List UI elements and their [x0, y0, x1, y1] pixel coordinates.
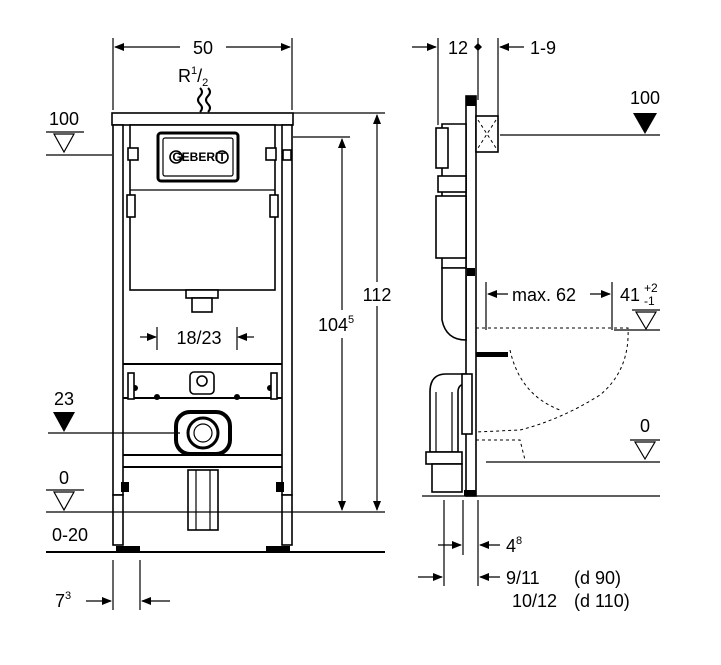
front-view: 50 R1/2 GEBERIT — [46, 38, 391, 611]
foot-clip — [276, 482, 284, 492]
foot-clip — [121, 482, 129, 492]
foot-plate — [266, 546, 290, 551]
bracket — [269, 194, 279, 218]
bracket — [127, 372, 135, 400]
bowl-outline — [475, 327, 629, 433]
bowl-connector — [476, 352, 508, 357]
spacing-dimension: 18/23 — [176, 328, 221, 348]
frame-profile — [465, 95, 477, 497]
level-marker-icon — [52, 491, 76, 512]
connection-label: R1/2 — [178, 65, 208, 89]
drain-collar — [425, 451, 463, 465]
frame-top-bar — [111, 112, 294, 126]
pipe-note-1: (d 90) — [574, 568, 621, 588]
level-floor-label: 0 — [59, 468, 69, 488]
frame-cap — [466, 96, 476, 106]
bowl-height: 41 — [620, 285, 640, 305]
bowl-dimension: max. 62 — [512, 285, 576, 305]
adjust-dimension: 1-9 — [530, 38, 556, 58]
pipe-note-2: (d 110) — [574, 591, 630, 611]
flush-pipe — [191, 297, 213, 313]
height-total-dimension: 112 — [363, 285, 392, 305]
level-mid-label: 23 — [54, 389, 74, 409]
bottom-dimension: 48 — [506, 535, 522, 556]
foot-dimension: 73 — [55, 590, 71, 611]
bolt-icon — [154, 394, 160, 400]
level-marker-icon — [633, 441, 657, 461]
level-marker-icon — [53, 412, 75, 432]
dim-point — [474, 43, 482, 51]
side-view: 12 1-9 100 max. 6 — [412, 38, 660, 611]
drain-coupler — [461, 373, 473, 435]
cistern-tank — [435, 195, 467, 259]
depth-dimension: 12 — [448, 38, 468, 58]
drain-pipe — [431, 463, 463, 493]
foot-right — [281, 494, 293, 546]
bracket — [282, 149, 292, 161]
tolerance-top: +2 — [644, 281, 658, 295]
pipe-dimension-2: 10/12 — [512, 591, 557, 611]
foot-plate — [464, 490, 476, 496]
cistern-part — [437, 175, 467, 193]
cistern-bracket — [435, 127, 449, 169]
level-marker-icon — [52, 133, 76, 154]
bolt-icon — [234, 394, 240, 400]
bracket — [127, 147, 139, 161]
foot-plate — [116, 546, 140, 551]
bracket — [265, 147, 277, 161]
frame-right-post — [281, 124, 293, 496]
frame-left-post — [112, 124, 124, 496]
bracket — [126, 194, 136, 218]
brand-logo: GEBERIT — [172, 150, 226, 164]
tolerance-bottom: -1 — [644, 294, 655, 308]
level-marker-icon — [633, 113, 657, 134]
floor-range: 0-20 — [52, 525, 88, 545]
flush-bend — [441, 267, 467, 341]
waste-pipe — [187, 469, 219, 531]
water-supply-icon — [197, 87, 211, 113]
bowl-inner — [509, 349, 561, 411]
flush-button-icon — [169, 150, 183, 164]
pipe-dimension-1: 9/11 — [506, 568, 540, 588]
foot-left — [112, 494, 124, 546]
level-marker-icon — [634, 311, 658, 331]
width-dimension: 50 — [193, 38, 213, 58]
side-level-top-label: 100 — [630, 88, 660, 108]
height-inner-dimension: 1045 — [318, 314, 354, 335]
flush-button-icon — [215, 150, 229, 164]
side-level-floor-label: 0 — [640, 416, 650, 436]
flush-pipe-collar — [185, 289, 219, 299]
level-top-label: 100 — [49, 109, 79, 129]
bracket — [270, 372, 278, 400]
